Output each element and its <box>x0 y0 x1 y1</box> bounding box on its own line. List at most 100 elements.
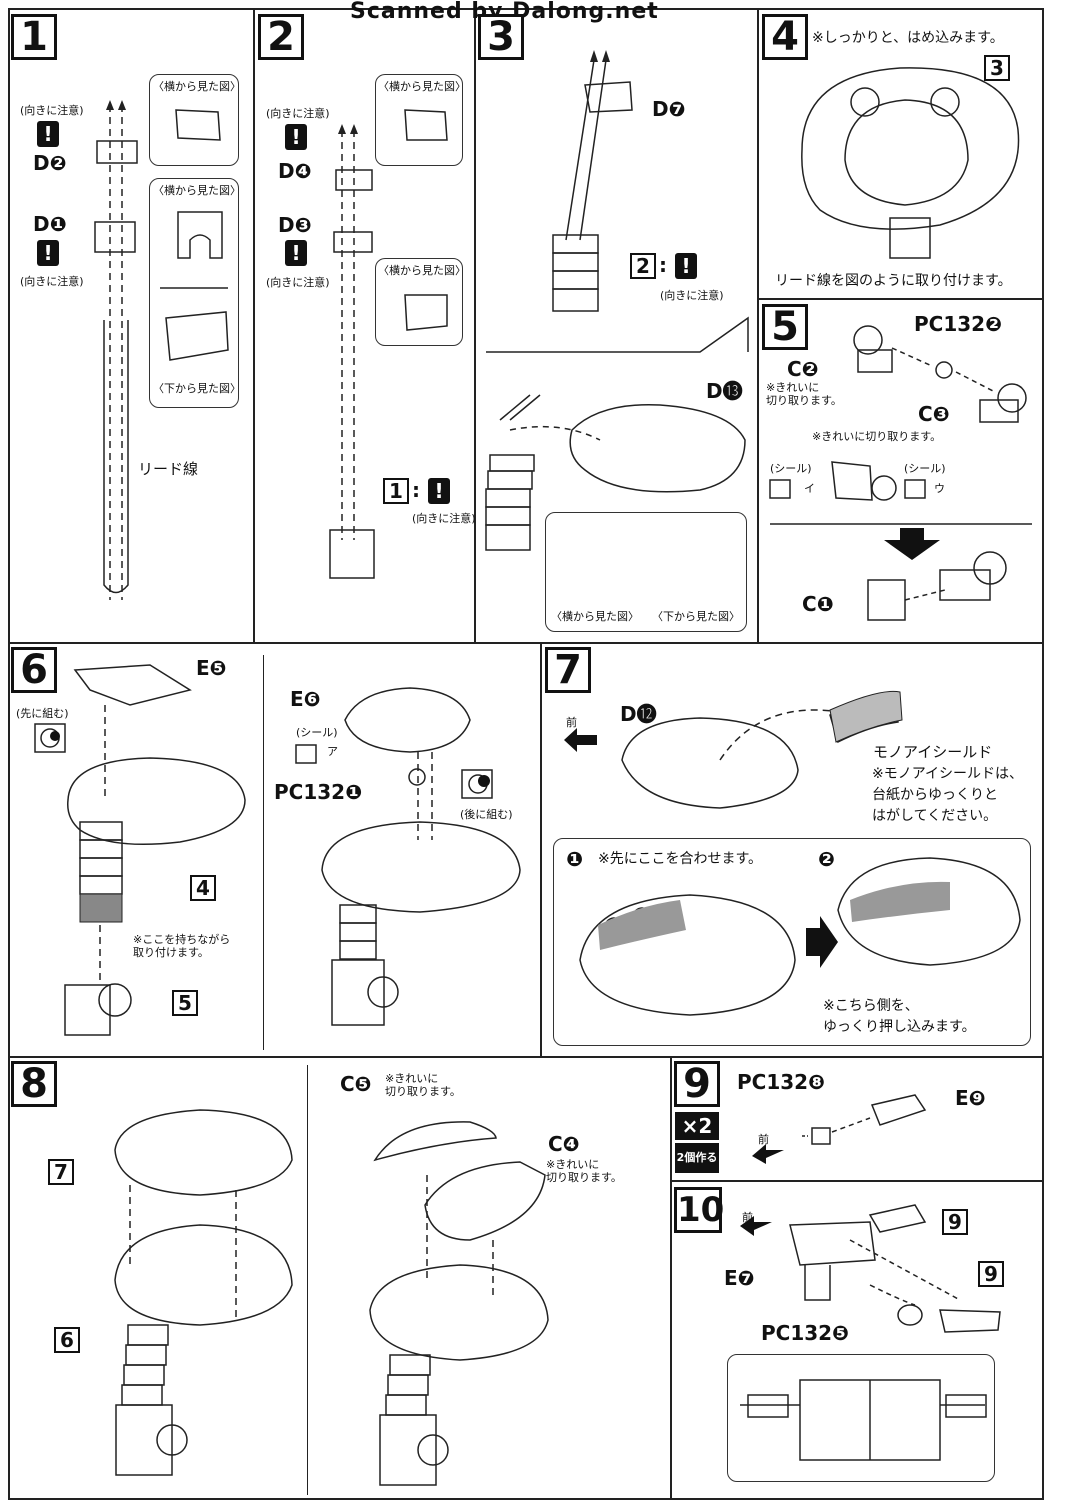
divider <box>540 642 542 1056</box>
step7-drawing <box>564 690 1021 1016</box>
caution-label: (向きに注意) <box>412 512 476 525</box>
step2-drawing <box>329 109 448 579</box>
warning-icon: ! <box>37 121 59 147</box>
view-label-side: 〈横から見た図〉 <box>378 264 466 277</box>
step-number-9: 9 <box>674 1061 720 1107</box>
step-number-6: 6 <box>11 647 57 693</box>
view-label-side: 〈横から見た図〉 <box>153 184 241 197</box>
part-label-e6: E❻ <box>290 687 321 711</box>
view-label-bottom: 〈下から見た図〉 <box>652 610 740 623</box>
step1-drawing <box>94 100 229 600</box>
divider <box>757 298 1044 300</box>
step3-drawing <box>485 50 749 551</box>
ref-step-2: 2 <box>630 253 656 279</box>
step-number-5: 5 <box>762 304 808 350</box>
step9-drawing <box>752 1094 927 1164</box>
view-label-side: 〈横から見た図〉 <box>153 80 241 93</box>
step6-drawing <box>34 664 521 1036</box>
view-bubble-side <box>149 178 239 408</box>
c4-note: ※きれいに 切り取ります。 <box>546 1158 622 1184</box>
view-label-side: 〈横から見た図〉 <box>378 80 466 93</box>
ref-step-1: 1 <box>383 478 409 504</box>
ref-step-9: 9 <box>942 1209 968 1235</box>
ref-colon: : <box>412 478 420 502</box>
ref-step-7: 7 <box>48 1159 74 1185</box>
substep-1: ❶ <box>566 847 583 871</box>
divider <box>253 8 255 642</box>
part-label-d13: D⓭ <box>706 379 743 403</box>
divider <box>670 1180 1044 1182</box>
mono-shield-label: モノアイシールド <box>873 743 993 761</box>
part-label-pc132-1: PC132❶ <box>274 780 363 804</box>
caution-label: (向きに注意) <box>20 104 84 117</box>
substep-1-note: ※先にここを合わせます。 <box>598 851 763 867</box>
c5-note: ※きれいに 切り取ります。 <box>385 1072 461 1098</box>
part-label-pc132-2: PC132❷ <box>914 312 1003 336</box>
ref-step-5: 5 <box>172 990 198 1016</box>
seal-label: (シール) <box>296 726 338 739</box>
step-number-3: 3 <box>478 14 524 60</box>
caution-label: (向きに注意) <box>266 107 330 120</box>
part-label-c3: C❸ <box>918 402 950 426</box>
part-label-c2: C❷ <box>787 357 819 381</box>
part-label-d1: D❶ <box>33 212 67 236</box>
seal-a: ア <box>327 745 338 758</box>
seal-i: イ <box>804 482 815 495</box>
substep-2: ❷ <box>818 847 835 871</box>
front-label: 前 <box>758 1133 769 1146</box>
view-bubble-side <box>149 74 239 166</box>
ref-step-4: 4 <box>190 875 216 901</box>
later-label: (後に組む) <box>460 808 513 821</box>
push-note: ※こちら側を、 ゆっくり押し込みます。 <box>823 998 976 1035</box>
step4-note-top: ※しっかりと、はめ込みます。 <box>812 30 1004 46</box>
part-label-d3: D❸ <box>278 213 312 237</box>
view-label-side: 〈横から見た図〉 <box>551 610 639 623</box>
warning-icon: ! <box>285 124 307 150</box>
part-label-pc132-8: PC132❽ <box>737 1070 826 1094</box>
mono-shield-note: ※モノアイシールドは、 台紙からゆっくりと はがしてください。 <box>872 766 1024 824</box>
make-two-label: 2個作る <box>675 1143 719 1173</box>
seal-u: ウ <box>934 482 945 495</box>
front-label: 前 <box>742 1211 753 1224</box>
step4-drawing <box>801 67 1020 259</box>
step-number-8: 8 <box>11 1061 57 1107</box>
seal-label: (シール) <box>770 462 812 475</box>
part-label-e7: E❼ <box>724 1266 755 1290</box>
part-label-c5: C❺ <box>340 1072 372 1096</box>
divider <box>474 8 476 642</box>
step-number-4: 4 <box>762 14 808 60</box>
step8-drawing <box>114 1109 549 1486</box>
caution-label: (向きに注意) <box>20 275 84 288</box>
step10-drawing <box>740 1204 1001 1461</box>
part-label-d7: D❼ <box>652 97 686 121</box>
part-label-d2: D❷ <box>33 151 67 175</box>
step-number-7: 7 <box>545 647 591 693</box>
part-label-c4: C❹ <box>548 1132 580 1156</box>
step5-drawing <box>769 325 1032 621</box>
lead-wire-label: リード線 <box>138 460 199 478</box>
caution-label: (向きに注意) <box>266 276 330 289</box>
scan-credit: Scanned by Dalong.net <box>350 0 659 24</box>
ref-step-6: 6 <box>54 1327 80 1353</box>
divider <box>8 642 1044 644</box>
warning-icon: ! <box>37 240 59 266</box>
step-number-1: 1 <box>11 14 57 60</box>
step4-note-bottom: リード線を図のように取り付けます。 <box>775 273 1012 289</box>
front-label: 前 <box>566 716 577 729</box>
view-bubble-detail <box>545 512 747 632</box>
warning-icon: ! <box>675 253 697 279</box>
view-label-bottom: 〈下から見た図〉 <box>153 382 241 395</box>
part-label-e9: E❾ <box>955 1086 986 1110</box>
c2-note: ※きれいに 切り取ります。 <box>766 381 842 407</box>
part-label-pc132-5: PC132❺ <box>761 1321 850 1345</box>
divider <box>8 1056 1044 1058</box>
seal-label: (シール) <box>904 462 946 475</box>
divider-thin <box>263 655 264 1050</box>
first-label: (先に組む) <box>16 707 69 720</box>
part-label-e5: E❺ <box>196 656 227 680</box>
part-label-d12: D⓬ <box>620 702 657 726</box>
hold-note: ※ここを持ちながら 取り付けます。 <box>133 933 231 959</box>
divider <box>757 8 759 642</box>
warning-icon: ! <box>285 240 307 266</box>
ref-step-9: 9 <box>978 1261 1004 1287</box>
